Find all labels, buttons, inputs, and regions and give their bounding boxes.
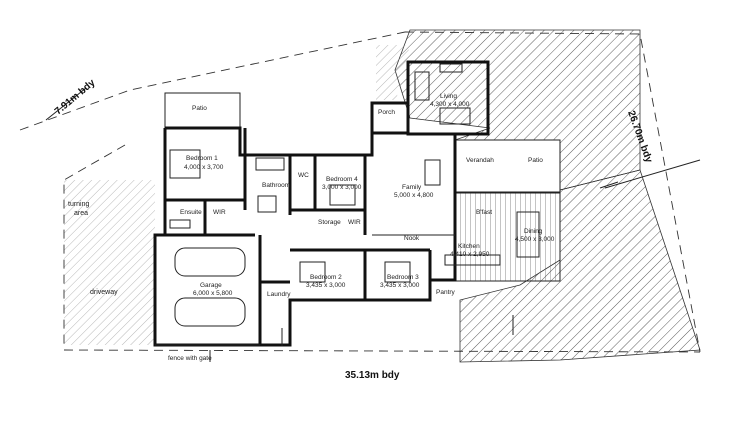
- car-icon-top: [174, 247, 246, 277]
- deck-area: [454, 192, 561, 282]
- bedroom3-label: Bedroom 3: [387, 274, 419, 281]
- garage-cars: [174, 247, 246, 327]
- ensuite-vanity-icon: [169, 219, 191, 229]
- wir1-label: WIR: [213, 209, 226, 216]
- fixtures: [169, 149, 540, 283]
- bathtub-icon: [255, 157, 285, 171]
- bed3-bed-icon: [384, 261, 411, 283]
- kitchen-label: Kitchen: [458, 243, 480, 250]
- wir2-label: WIR: [348, 219, 361, 226]
- boundary-bottom: [63, 349, 701, 353]
- dining-table-icon: [516, 211, 540, 258]
- patio-area: [164, 92, 241, 129]
- bedroom2-label: Bedroom 2: [310, 274, 342, 281]
- hatched-regions: [64, 29, 701, 363]
- storage-label: Storage: [318, 219, 341, 226]
- patio-label: Patio: [192, 105, 207, 112]
- living-sofa: [414, 71, 430, 101]
- turning-area-label: turning: [68, 201, 90, 208]
- living-label: Living: [440, 93, 457, 100]
- bfast-label: B'fast: [476, 209, 492, 216]
- kitchen-size: 4,410 x 2,950: [450, 251, 490, 258]
- boundary-tick-top: [45, 87, 87, 121]
- bedroom2-size: 3,435 x 3,000: [306, 282, 346, 289]
- bedroom4-label: Bedroom 4: [326, 176, 358, 183]
- hatch-left: [64, 180, 155, 345]
- turning-area-label-2: area: [74, 210, 88, 217]
- patio-2-label: Patio: [528, 157, 543, 164]
- family-label: Family: [402, 184, 422, 191]
- verandah-label: Verandah: [466, 157, 494, 164]
- bed4-bed-icon: [329, 184, 356, 206]
- boundary-label-bottom: 35.13m bdy: [345, 370, 400, 381]
- nook-label: Nook: [404, 235, 420, 242]
- living-chair: [439, 63, 463, 73]
- living-coffee-table: [439, 107, 471, 125]
- fence-with-gate-label: fence with gate: [168, 355, 212, 362]
- bed1-bed-icon: [169, 149, 201, 179]
- ensuite-label: Ensuite: [180, 209, 202, 216]
- bathroom-label: Bathroom: [262, 182, 290, 189]
- dining-size: 4,500 x 3,000: [515, 236, 555, 243]
- verandah-area: [454, 139, 561, 193]
- pantry-label: Pantry: [436, 289, 456, 296]
- shower-icon: [257, 195, 277, 213]
- wc-label: WC: [298, 172, 309, 179]
- boundary-tick-right: [604, 159, 701, 189]
- family-size: 5,000 x 4,800: [394, 192, 434, 199]
- interior-walls: [155, 128, 455, 345]
- bedroom1-size: 4,000 x 3,700: [184, 164, 224, 171]
- dining-label: Dining: [524, 228, 543, 235]
- bedroom4-size: 3,000 x 3,000: [322, 184, 362, 191]
- dim-tick-4: [599, 181, 619, 189]
- dimension-marks: [209, 181, 619, 362]
- boundary-label-top-left: 7.91m bdy: [53, 77, 98, 117]
- site-boundary: [19, 31, 701, 353]
- porch-label: Porch: [378, 109, 395, 116]
- boundary-top: [19, 31, 406, 131]
- laundry-label: Laundry: [267, 291, 291, 298]
- bed2-bed-icon: [299, 261, 326, 283]
- boundary-right: [404, 31, 701, 353]
- hatch-strip: [376, 45, 410, 100]
- bedroom1-label: Bedroom 1: [186, 155, 218, 162]
- driveway-label: driveway: [90, 289, 118, 296]
- family-table-icon: [424, 159, 441, 186]
- garage-label: Garage: [200, 282, 222, 289]
- bedroom3-size: 3,435 x 3,000: [380, 282, 420, 289]
- kitchen-bench-icon: [444, 254, 501, 266]
- living-size: 4,300 x 4,000: [430, 101, 470, 108]
- porch: [370, 101, 410, 135]
- garage-size: 6,000 x 5,800: [193, 290, 233, 297]
- house-outer-wall: [153, 126, 457, 347]
- car-icon-bottom: [174, 297, 246, 327]
- boundary-left: [63, 144, 126, 345]
